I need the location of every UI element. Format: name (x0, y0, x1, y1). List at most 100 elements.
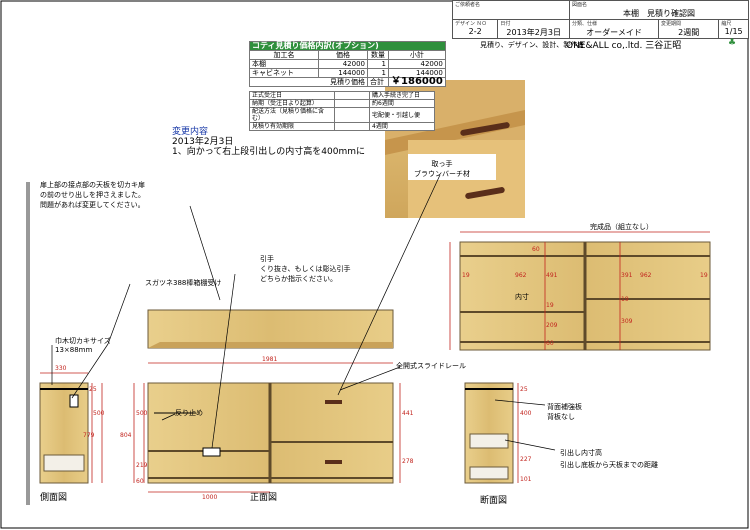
cutout-note: 巾木切カキサイズ 13×88mm (55, 337, 111, 354)
side-view (39, 382, 89, 484)
dim-text: 25 (520, 386, 528, 393)
table-row: 本棚 42000 1 42000 (249, 59, 446, 69)
cost-cell: キャビネット (249, 68, 319, 78)
dim-text: 19 (546, 302, 554, 309)
info-cell: 約6週間 (369, 99, 435, 108)
dim-text: 19 (700, 272, 708, 279)
dim-text: 219 (136, 462, 148, 469)
top-note: 扉上部の接点部の天板を切カキ扉 の前のせり出しを押さえました。 問題があれば変更… (40, 181, 145, 209)
dim-text: 60 (546, 340, 554, 347)
info-cell: 宅配便・引越し便 (369, 107, 435, 123)
cost-cell: 42000 (318, 59, 368, 69)
section-view (464, 382, 514, 484)
dimension-lines (40, 231, 710, 493)
cost-header: 小計 (388, 50, 446, 60)
dim-text: 330 (55, 365, 67, 372)
designer-label: デザイン ＮＯ (455, 21, 487, 27)
stopper-note: 反り止め (175, 409, 203, 417)
cost-cell: 144000 (318, 68, 368, 78)
cost-header: 加工名 (249, 50, 319, 60)
dim-text: 779 (83, 432, 95, 439)
dim-text: 804 (120, 432, 132, 439)
period-value: 2週間 (678, 28, 700, 37)
dim-text: 500 (136, 410, 148, 417)
total-value: ￥186000 (388, 77, 446, 87)
dim-text: 19 (621, 296, 629, 303)
info-cell: 見積り有効期限 (249, 122, 335, 131)
period-label: 変更期間 (660, 21, 681, 27)
finished-label: 完成品（組立なし） (590, 223, 653, 231)
handle-photo (385, 80, 525, 218)
top-board-edge (148, 342, 393, 348)
cost-cell: 本棚 (249, 59, 319, 69)
cost-cell: 42000 (388, 59, 446, 69)
dim-text: 25 (89, 386, 97, 393)
dim-text: 491 (546, 272, 558, 279)
side-view-label: 側面図 (40, 493, 68, 503)
dim-text: 962 (640, 272, 652, 279)
title-block: ご依頼者名 図面名 本棚 見積り確認図 デザイン ＮＯ 2-2 日付 2013年… (451, 0, 749, 39)
table-row: 正式受注日 購入手続き完了日 (249, 91, 435, 100)
change-heading: 変更内容 (172, 127, 209, 137)
change-item: 1、向かって右上段引出しの内寸高を400mmに (172, 147, 365, 157)
info-cell: 納期（受注日より起算） (249, 99, 335, 108)
info-cell: 購入手続き完了日 (369, 91, 435, 100)
handle-label: 取っ手 ブラウンバーチ材 (414, 160, 470, 178)
drawer-note: 引出し内寸高 引出し底板から天板までの距離 (560, 449, 658, 469)
scale-label: 縮尺 (721, 21, 732, 27)
designer-no: 2-2 (468, 27, 482, 36)
info-cell: 4週間 (369, 122, 435, 131)
dim-text: 441 (402, 410, 414, 417)
section-view-label: 断面図 (480, 496, 508, 506)
info-cell (334, 107, 370, 123)
dim-text: 391 (621, 272, 633, 279)
cost-table: コティ見積り価格内訳(オプション) 加工名 価格 数量 小計 本棚 42000 … (249, 41, 446, 87)
dim-text: 19 (462, 272, 470, 279)
scale-value: 1/15 (724, 27, 743, 36)
dim-text: 500 (93, 410, 105, 417)
client-label: ご依頼者名 (455, 2, 481, 8)
inner-label: 内寸 (515, 293, 529, 301)
finished-view (459, 241, 711, 351)
company-name: ONE&ALL co,.ltd. 三谷正昭 (566, 41, 682, 51)
table-row: 見積り有効期限 4週間 (249, 122, 435, 131)
date-label: 日付 (500, 21, 511, 27)
dim-text: 227 (520, 456, 532, 463)
cost-cell: 1 (367, 59, 389, 69)
dim-text: 60 (532, 246, 540, 253)
cost-header: 数量 (367, 50, 389, 60)
dim-text: 962 (515, 272, 527, 279)
total-label: 見積り価格 (249, 77, 368, 87)
table-row: 納期（受注日より起算） 約6週間 (249, 99, 435, 108)
info-cell (334, 122, 370, 131)
date-value: 2013年2月3日 (506, 28, 561, 37)
info-cell (334, 99, 370, 108)
front-view (147, 382, 394, 484)
class-value: オーダーメイド (586, 28, 642, 37)
dim-text: 400 (520, 410, 532, 417)
dim-text: 60 (136, 478, 144, 485)
front-view-label: 正面図 (250, 493, 278, 503)
pull-note: 引手 くり抜き、もしくは彫込引手 どちらか指示ください。 (260, 255, 351, 283)
dim-text: 209 (546, 322, 558, 329)
dim-text: 1981 (262, 356, 278, 363)
dim-text: 309 (621, 318, 633, 325)
change-date: 2013年2月3日 (172, 137, 234, 147)
slide-note: 全開式スライドレール (396, 362, 466, 370)
info-cell (334, 91, 370, 100)
drawing-name: 本棚 見積り確認図 (623, 9, 695, 18)
leader-lines (51, 174, 556, 451)
cost-header: 価格 (318, 50, 368, 60)
class-label: 分類、仕様 (572, 21, 598, 27)
cost-cell: 1 (367, 68, 389, 78)
info-cell: 正式受注日 (249, 91, 335, 100)
table-row: 配送方法（見積り価格に含む） 宅配便・引越し便 (249, 107, 435, 123)
dim-text: 278 (402, 458, 414, 465)
dim-text: 1000 (202, 494, 218, 501)
company-line: 見積り、デザイン、設計、製作者 (480, 41, 585, 49)
cost-table-title: コティ見積り価格内訳(オプション) (249, 41, 446, 51)
back-note: 背面補強板 背板なし (547, 403, 582, 421)
